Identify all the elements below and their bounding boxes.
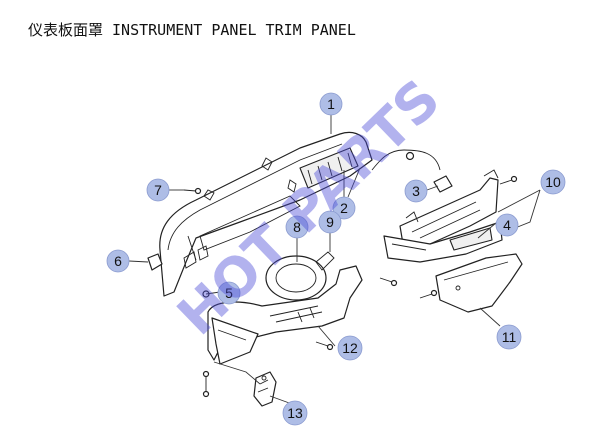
leader-lines (128, 115, 541, 405)
instrument-panel-shell (159, 131, 373, 297)
callout-label-11: 11 (502, 329, 517, 345)
callout-13: 13 (282, 400, 308, 426)
diagram-title: 仪表板面罩 INSTRUMENT PANEL TRIM PANEL (28, 21, 356, 39)
callout-label-5: 5 (225, 285, 233, 301)
callout-1: 1 (319, 92, 343, 116)
callout-label-10: 10 (545, 174, 561, 190)
callout-11: 11 (496, 324, 522, 350)
callout-label-12: 12 (342, 340, 358, 356)
callout-7: 7 (146, 178, 170, 202)
left-lower-panel (211, 317, 259, 365)
hardware (147, 175, 518, 398)
callout-label-9: 9 (326, 214, 334, 230)
callout-3: 3 (404, 179, 428, 203)
callout-label-2: 2 (340, 200, 348, 216)
callout-12: 12 (337, 335, 363, 361)
cable-connector (371, 149, 453, 193)
callout-label-7: 7 (154, 182, 162, 198)
callout-8: 8 (285, 215, 309, 239)
callout-10: 10 (540, 169, 566, 195)
callout-label-8: 8 (293, 219, 301, 235)
callout-label-3: 3 (412, 183, 420, 199)
glove-box-lid (435, 253, 523, 313)
callout-5: 5 (217, 281, 241, 305)
callout-label-1: 1 (327, 96, 335, 112)
right-lower-panel (383, 221, 503, 263)
bracket (253, 371, 277, 407)
callout-9: 9 (318, 210, 342, 234)
callout-label-13: 13 (287, 405, 303, 421)
callout-label-4: 4 (503, 217, 511, 233)
callout-2: 2 (332, 196, 356, 220)
callout-label-6: 6 (114, 253, 122, 269)
callout-6: 6 (106, 249, 130, 273)
callout-4: 4 (495, 213, 519, 237)
